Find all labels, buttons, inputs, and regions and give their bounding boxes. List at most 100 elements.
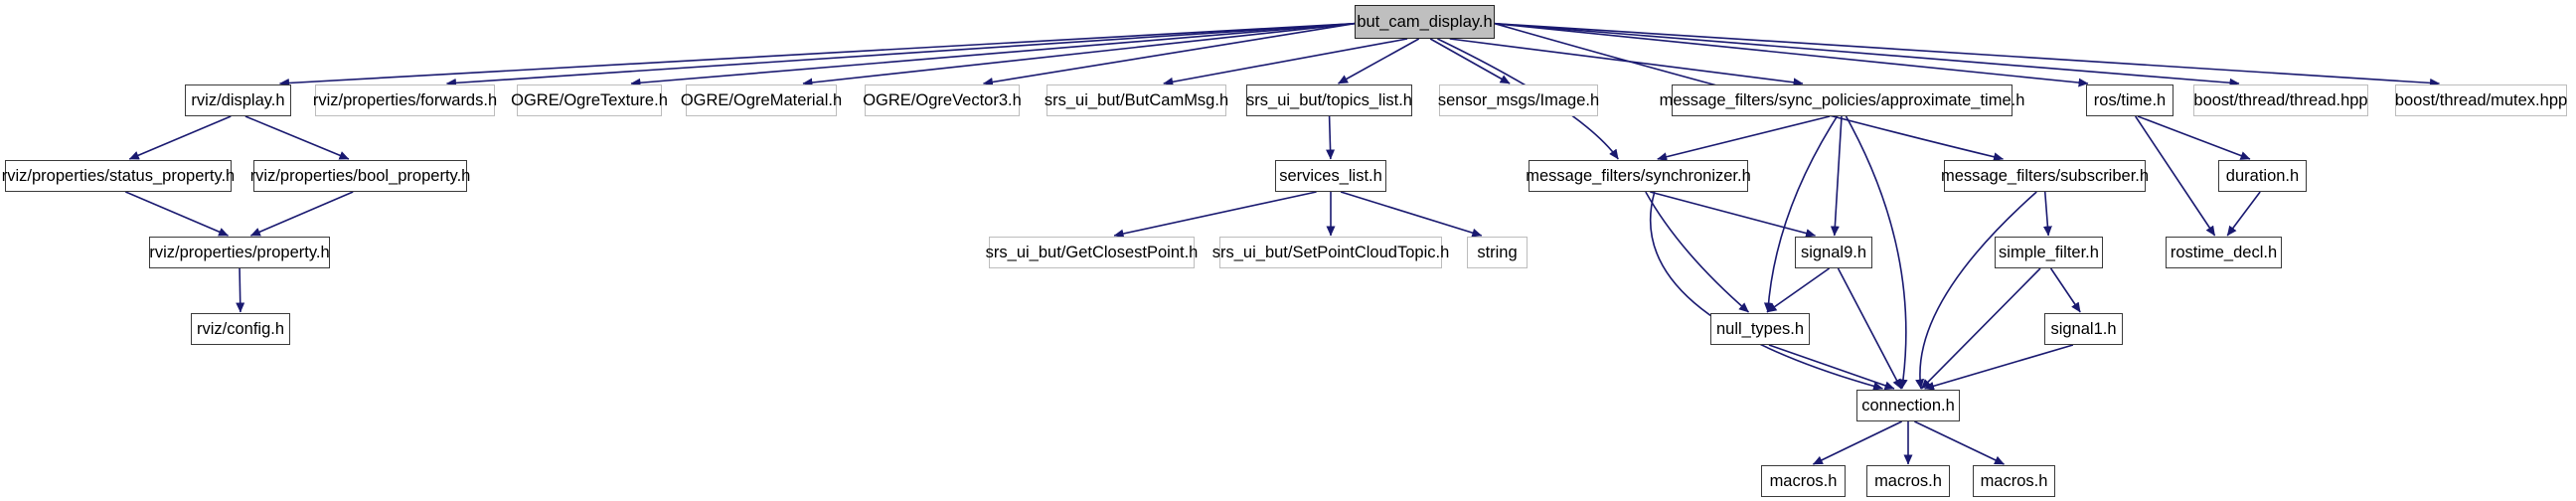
graph-node-label: rviz/properties/property.h [149,243,330,261]
graph-node-ogre_vector3[interactable]: OGRE/OgreVector3.h [863,84,1022,116]
graph-node-label: boost/thread/thread.hpp [2193,90,2368,109]
edge-ros_time-to-duration [2137,115,2251,160]
graph-node-synchronizer[interactable]: message_filters/synchronizer.h [1526,160,1751,192]
graph-node-forwards[interactable]: rviz/properties/forwards.h [312,84,498,116]
graph-node-label: signal9.h [1800,243,1867,261]
graph-node-topics_list[interactable]: srs_ui_but/topics_list.h [1246,84,1412,116]
graph-node-label: ros/time.h [2093,90,2167,109]
graph-node-sensor_image[interactable]: sensor_msgs/Image.h [1437,84,1600,116]
edge-synchronizer-to-signal9 [1650,191,1817,238]
graph-node-get_closest_point[interactable]: srs_ui_but/GetClosestPoint.h [986,237,1198,268]
graph-node-label: message_filters/sync_policies/approximat… [1659,90,2025,109]
graph-node-label: string [1477,243,1518,261]
graph-node-simple_filter[interactable]: simple_filter.h [1995,237,2103,268]
graph-node-ros_time[interactable]: ros/time.h [2086,84,2174,116]
edge-synchronizer-to-connection [1649,191,1883,391]
graph-node-label: srs_ui_but/topics_list.h [1246,90,1412,109]
graph-node-butcammsg[interactable]: srs_ui_but/ButCamMsg.h [1044,84,1229,116]
graph-node-label: simple_filter.h [1999,243,2099,261]
edge-but_cam_display-to-butcammsg [1163,38,1408,86]
edge-approximate_time-to-synchronizer [1657,115,1831,162]
graph-node-property[interactable]: rviz/properties/property.h [149,237,330,268]
graph-node-label: message_filters/synchronizer.h [1526,166,1751,185]
graph-node-macros2[interactable]: macros.h [1866,465,1950,497]
graph-node-ogre_material[interactable]: OGRE/OgreMaterial.h [681,84,842,116]
graph-node-label: srs_ui_but/SetPointCloudTopic.h [1211,243,1450,261]
edge-signal9-to-connection [1837,267,1902,390]
graph-node-rviz_config[interactable]: rviz/config.h [191,313,290,345]
edge-subscriber-to-simple_filter [2042,191,2052,237]
edge-services_list-to-get_closest_point [1113,191,1317,239]
edge-topics_list-to-services_list [1326,115,1336,160]
graph-node-label: services_list.h [1279,166,1382,185]
edge-connection-to-macros3 [1914,420,2005,465]
graph-node-status_property[interactable]: rviz/properties/status_property.h [2,160,235,192]
graph-node-macros1[interactable]: macros.h [1761,465,1846,497]
graph-node-connection[interactable]: connection.h [1856,390,1960,421]
graph-node-duration[interactable]: duration.h [2218,160,2307,192]
graph-node-macros3[interactable]: macros.h [1973,465,2055,497]
edge-approximate_time-to-connection [1845,115,1908,390]
graph-node-bool_property[interactable]: rviz/properties/bool_property.h [250,160,470,192]
edge-subscriber-to-connection [1915,191,2037,390]
edge-synchronizer-to-null_types [1645,191,1750,313]
graph-node-ogre_texture[interactable]: OGRE/OgreTexture.h [511,84,668,116]
edge-signal1-to-connection [1924,344,2074,391]
graph-node-label: sensor_msgs/Image.h [1437,90,1600,109]
edge-but_cam_display-to-thread_hpp [1494,22,2240,87]
graph-node-label: boost/thread/mutex.hpp [2394,90,2568,109]
edge-simple_filter-to-connection [1920,267,2041,390]
graph-node-label: OGRE/OgreTexture.h [511,90,668,109]
graph-node-services_list[interactable]: services_list.h [1275,160,1386,192]
edge-but_cam_display-to-sensor_image [1429,38,1511,84]
graph-node-rostime_decl[interactable]: rostime_decl.h [2166,237,2282,268]
graph-node-but_cam_display[interactable]: but_cam_display.h [1355,5,1495,39]
graph-node-label: null_types.h [1715,319,1805,338]
graph-node-label: but_cam_display.h [1357,12,1493,31]
edge-duration-to-rostime_decl [2226,191,2261,237]
graph-node-label: signal1.h [2050,319,2117,338]
edge-null_types-to-connection [1768,344,1895,391]
graph-node-label: OGRE/OgreMaterial.h [680,90,843,109]
edge-approximate_time-to-null_types [1763,115,1839,313]
graph-node-label: message_filters/subscriber.h [1940,166,2150,185]
edge-but_cam_display-to-forwards [446,22,1356,87]
graph-node-label: rostime_decl.h [2170,243,2278,261]
graph-node-approximate_time[interactable]: message_filters/sync_policies/approximat… [1660,84,2024,116]
edge-approximate_time-to-signal9 [1830,115,1843,237]
edge-but_cam_display-to-ros_time [1494,22,2089,87]
graph-node-label: macros.h [1874,471,1942,490]
graph-node-signal9[interactable]: signal9.h [1795,237,1872,268]
edge-simple_filter-to-signal1 [2049,267,2081,313]
graph-node-label: rviz/display.h [191,90,285,109]
graph-node-label: rviz/properties/bool_property.h [249,166,471,185]
graph-node-label: OGRE/OgreVector3.h [863,90,1022,109]
graph-node-label: macros.h [1980,471,2048,490]
edge-but_cam_display-to-ogre_material [802,22,1356,87]
edge-but_cam_display-to-ogre_texture [630,22,1356,87]
edge-but_cam_display-to-topics_list [1338,38,1420,84]
graph-node-subscriber[interactable]: message_filters/subscriber.h [1940,160,2150,192]
edge-ros_time-to-rostime_decl [2135,115,2216,237]
graph-node-set_point_cloud_topic[interactable]: srs_ui_but/SetPointCloudTopic.h [1212,237,1449,268]
edge-rviz_display-to-bool_property [244,115,350,160]
graph-node-thread_hpp[interactable]: boost/thread/thread.hpp [2193,84,2368,116]
graph-node-label: srs_ui_but/GetClosestPoint.h [985,243,1199,261]
edge-connection-to-macros1 [1812,420,1903,465]
edge-property-to-rviz_config [236,267,245,313]
edge-but_cam_display-to-rviz_display [279,22,1356,87]
graph-node-rviz_display[interactable]: rviz/display.h [185,84,291,116]
edge-bool_property-to-property [249,191,354,237]
edge-signal9-to-null_types [1766,267,1831,313]
graph-node-label: connection.h [1861,396,1955,415]
graph-node-string[interactable]: string [1467,237,1528,268]
graph-node-label: rviz/config.h [196,319,285,338]
graph-node-label: rviz/properties/forwards.h [312,90,498,109]
edge-but_cam_display-to-mutex_hpp [1494,22,2440,87]
graph-node-label: macros.h [1769,471,1838,490]
graph-node-mutex_hpp[interactable]: boost/thread/mutex.hpp [2395,84,2567,116]
graph-node-label: srs_ui_but/ButCamMsg.h [1044,90,1229,109]
graph-node-null_types[interactable]: null_types.h [1710,313,1810,345]
graph-node-signal1[interactable]: signal1.h [2044,313,2123,345]
